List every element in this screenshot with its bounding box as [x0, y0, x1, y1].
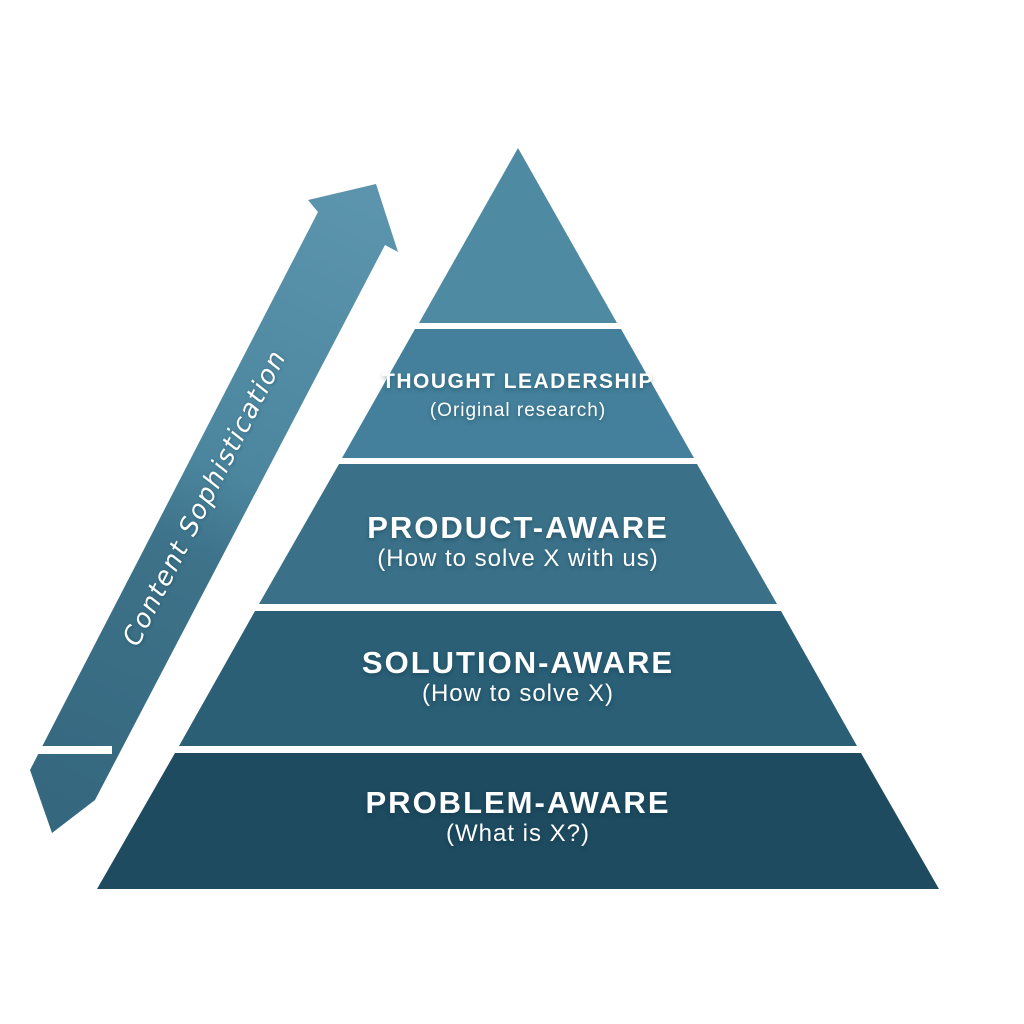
pyramid-tier-problem-aware — [97, 753, 939, 889]
pyramid-tier-solution-aware — [179, 611, 857, 746]
pyramid-tier-product-aware — [259, 464, 777, 604]
pyramid-tier-thought-leadership — [342, 329, 694, 458]
sophistication-arrow — [30, 184, 398, 833]
arrow-divider-line — [16, 746, 112, 754]
pyramid-tier-apex — [419, 148, 617, 323]
